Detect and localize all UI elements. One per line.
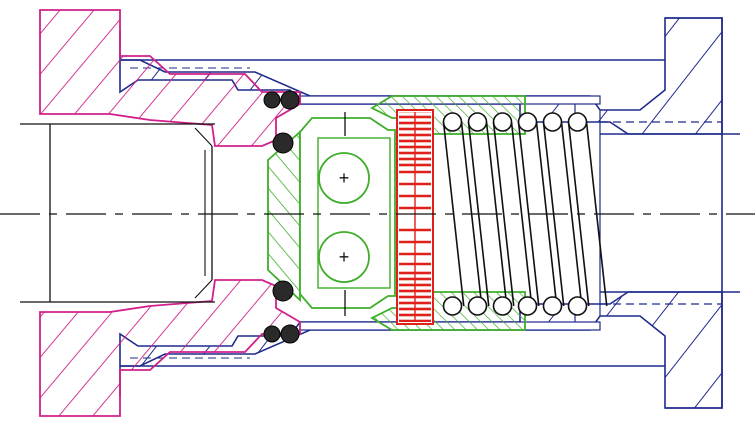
spring-wire bbox=[492, 121, 515, 307]
spring-wire bbox=[442, 121, 465, 307]
spring-coil-bottom bbox=[467, 296, 488, 316]
spring-coil-bottom bbox=[442, 296, 463, 316]
spring-coil-top bbox=[542, 112, 563, 132]
valve-disc bbox=[396, 109, 434, 325]
outlet-flange-outline bbox=[665, 17, 723, 409]
spring-coil-top bbox=[442, 112, 463, 132]
balls: + + bbox=[318, 152, 370, 283]
o-ring-bottom-1 bbox=[263, 325, 281, 343]
ball-bottom-marker: + bbox=[339, 247, 350, 267]
spring-coil-bottom bbox=[542, 296, 563, 316]
body-outer-outline bbox=[120, 59, 665, 367]
o-ring-mid-top bbox=[272, 132, 294, 154]
inlet-taper-edge-bottom bbox=[194, 279, 213, 299]
ball-top bbox=[318, 152, 370, 204]
o-ring-seals bbox=[263, 90, 300, 344]
spring-wire bbox=[510, 121, 533, 307]
inlet-adapter-top bbox=[39, 9, 301, 147]
spring-coil-bottom bbox=[492, 296, 513, 316]
spring-coil-top bbox=[467, 112, 488, 132]
o-ring-mid-bottom bbox=[272, 280, 294, 302]
spring-coil-bottom bbox=[567, 296, 588, 316]
inlet-adapter bbox=[20, 9, 301, 417]
spring-coil-top bbox=[492, 112, 513, 132]
spring-coil-top bbox=[517, 112, 538, 132]
inlet-adapter-bottom bbox=[39, 279, 301, 417]
spring-coil-bottom bbox=[517, 296, 538, 316]
o-ring-bottom-2 bbox=[280, 324, 300, 344]
o-ring-top-1 bbox=[263, 91, 281, 109]
ball-top-marker: + bbox=[339, 168, 350, 188]
inlet-taper-edge-top bbox=[194, 127, 213, 147]
poppet-nose bbox=[267, 130, 301, 303]
o-ring-top-2 bbox=[280, 90, 300, 110]
spring-coil-top bbox=[567, 112, 588, 132]
ball-bottom bbox=[318, 231, 370, 283]
spring-wire bbox=[560, 121, 583, 307]
